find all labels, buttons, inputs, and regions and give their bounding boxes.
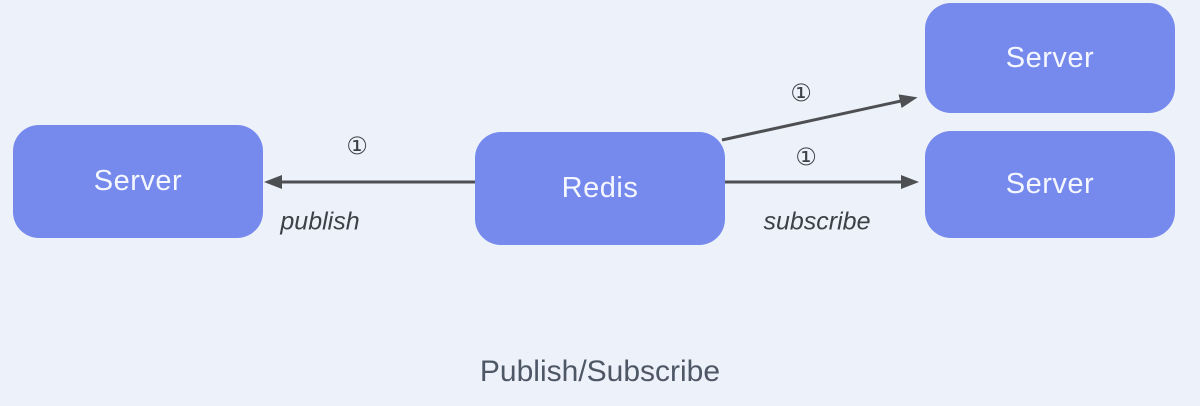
edge-fanout-badge-icon: ① [790,80,812,107]
edge-subscribe-label: subscribe [763,207,871,236]
edge-fanout-arrow [721,94,918,142]
edge-publish-label: publish [280,207,360,236]
edge-subscribe-badge-icon: ① [795,144,817,171]
diagram-title: Publish/Subscribe [479,355,721,388]
node-server-left-label: Server [93,165,183,197]
edge-publish-badge-icon: ① [346,133,368,160]
node-redis-label: Redis [561,172,639,204]
node-server-top-right-label: Server [1005,41,1095,74]
node-server-bottom-right-label: Server [1005,168,1095,200]
node-server-top-right: Server [925,3,1175,113]
node-redis: Redis [475,132,725,245]
node-server-left: Server [13,125,263,238]
node-server-bottom-right: Server [925,131,1175,238]
